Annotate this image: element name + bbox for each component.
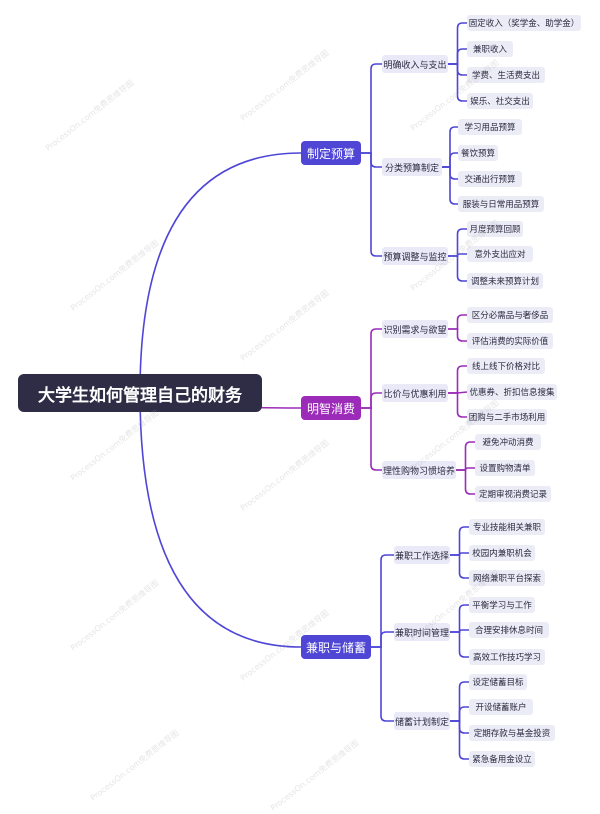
leaf-topic-3-1-3[interactable]: 网络兼职平台探索: [469, 570, 545, 586]
leaf-topic-3-1-2[interactable]: 校园内兼职机会: [469, 545, 535, 561]
branch-topic-3[interactable]: 兼职与储蓄: [301, 635, 371, 659]
leaf-link-2-1-2: [448, 328, 467, 342]
subtopic-3-3[interactable]: 储蓄计划制定: [394, 712, 450, 730]
leaf-link-2-3-1: [456, 441, 475, 471]
leaf-topic-3-2-1[interactable]: 平衡学习与工作: [469, 597, 535, 613]
leaf-link-3-3-4: [450, 720, 469, 760]
leaf-topic-1-2-3[interactable]: 交通出行预算: [458, 171, 522, 187]
branch-link-3-1: [371, 554, 394, 648]
branch-link-2-2: [361, 392, 382, 409]
subtopic-1-1[interactable]: 明确收入与支出: [382, 55, 448, 73]
branch-link-3-2: [371, 631, 394, 648]
leaf-link-2-2-1: [448, 365, 467, 394]
leaf-link-1-2-2: [442, 152, 458, 168]
leaf-topic-1-3-1[interactable]: 月度预算回顾: [467, 221, 523, 237]
leaf-topic-1-1-1[interactable]: 固定收入（奖学金、助学金）: [467, 15, 581, 31]
leaf-link-2-1-1: [448, 314, 467, 330]
leaf-topic-3-1-1[interactable]: 专业技能相关兼职: [469, 519, 545, 535]
leaf-link-3-2-1: [450, 604, 469, 633]
leaf-topic-2-1-1[interactable]: 区分必需品与奢侈品: [467, 307, 553, 323]
leaf-link-2-2-3: [448, 392, 467, 418]
root-topic[interactable]: 大学生如何管理自己的财务: [18, 374, 262, 412]
leaf-topic-1-2-4[interactable]: 服装与日常用品预算: [458, 196, 544, 212]
leaf-topic-1-3-2[interactable]: 意外支出应对: [467, 246, 533, 262]
branch-link-1-3: [361, 152, 382, 257]
leaf-topic-1-1-2[interactable]: 兼职收入: [467, 41, 513, 57]
root-link-3: [139, 392, 302, 648]
leaf-topic-3-2-3[interactable]: 高效工作技巧学习: [469, 649, 545, 665]
connector-lines: [139, 22, 475, 760]
leaf-link-1-1-4: [448, 63, 467, 102]
branch-topic-1[interactable]: 制定预算: [301, 141, 361, 165]
leaf-topic-3-3-4[interactable]: 紧急备用金设立: [469, 751, 535, 767]
subtopic-1-3[interactable]: 预算调整与监控: [382, 247, 448, 265]
leaf-link-3-2-3: [450, 631, 469, 658]
leaf-link-3-1-1: [450, 526, 469, 556]
leaf-topic-2-2-3[interactable]: 团购与二手市场利用: [467, 409, 547, 425]
branch-link-2-3: [361, 407, 382, 471]
leaf-link-1-2-4: [442, 166, 458, 205]
leaf-link-1-2-1: [442, 126, 458, 168]
subtopic-1-2[interactable]: 分类预算制定: [382, 158, 442, 176]
leaf-link-1-3-1: [448, 228, 467, 257]
leaf-topic-2-3-3[interactable]: 定期审视消费记录: [475, 486, 551, 502]
leaf-topic-2-1-2[interactable]: 评估消费的实际价值: [467, 333, 553, 349]
leaf-topic-3-3-3[interactable]: 定期存款与基金投资: [469, 725, 555, 741]
leaf-topic-1-2-1[interactable]: 学习用品预算: [458, 119, 522, 135]
leaf-link-1-1-1: [448, 22, 467, 65]
mindmap-canvas: 大学生如何管理自己的财务 制定预算 明确收入与支出 固定收入（奖学金、助学金） 兼职收入…: [18, 15, 581, 813]
leaf-topic-1-3-3[interactable]: 调整未来预算计划: [467, 273, 543, 289]
leaf-topic-3-3-2[interactable]: 开设储蓄账户: [469, 699, 533, 715]
leaf-link-1-1-2: [448, 48, 467, 65]
leaf-link-1-3-3: [448, 255, 467, 282]
branch-topic-2[interactable]: 明智消费: [301, 396, 361, 420]
subtopic-3-2[interactable]: 兼职时间管理: [394, 623, 450, 641]
subtopic-3-1[interactable]: 兼职工作选择: [394, 546, 450, 564]
branch-link-2-1: [361, 328, 382, 409]
leaf-topic-2-2-2[interactable]: 优惠券、折扣信息搜集: [467, 384, 557, 400]
leaf-topic-1-2-2[interactable]: 餐饮预算: [458, 145, 498, 161]
subtopic-2-2[interactable]: 比价与优惠利用: [382, 384, 448, 402]
branch-link-3-3: [371, 646, 394, 722]
leaf-link-3-3-1: [450, 681, 469, 722]
leaf-topic-2-2-1[interactable]: 线上线下价格对比: [467, 358, 545, 374]
leaf-topic-1-1-3[interactable]: 学费、生活费支出: [467, 67, 545, 83]
branch-link-1-1: [361, 63, 382, 154]
leaf-topic-2-3-1[interactable]: 避免冲动消费: [475, 434, 541, 450]
leaf-link-2-3-3: [456, 469, 475, 495]
subtopic-2-1[interactable]: 识别需求与欲望: [382, 320, 448, 338]
leaf-link-3-1-3: [450, 554, 469, 579]
root-link-1: [139, 152, 302, 394]
leaf-topic-3-2-2[interactable]: 合理安排休息时间: [469, 622, 549, 638]
leaf-topic-3-3-1[interactable]: 设定储蓄目标: [469, 674, 527, 690]
leaf-topic-1-1-4[interactable]: 娱乐、社交支出: [467, 93, 533, 109]
subtopic-2-3[interactable]: 理性购物习惯培养: [382, 461, 456, 479]
leaf-topic-2-3-2[interactable]: 设置购物清单: [475, 460, 535, 476]
leaf-link-3-3-2: [450, 706, 469, 722]
